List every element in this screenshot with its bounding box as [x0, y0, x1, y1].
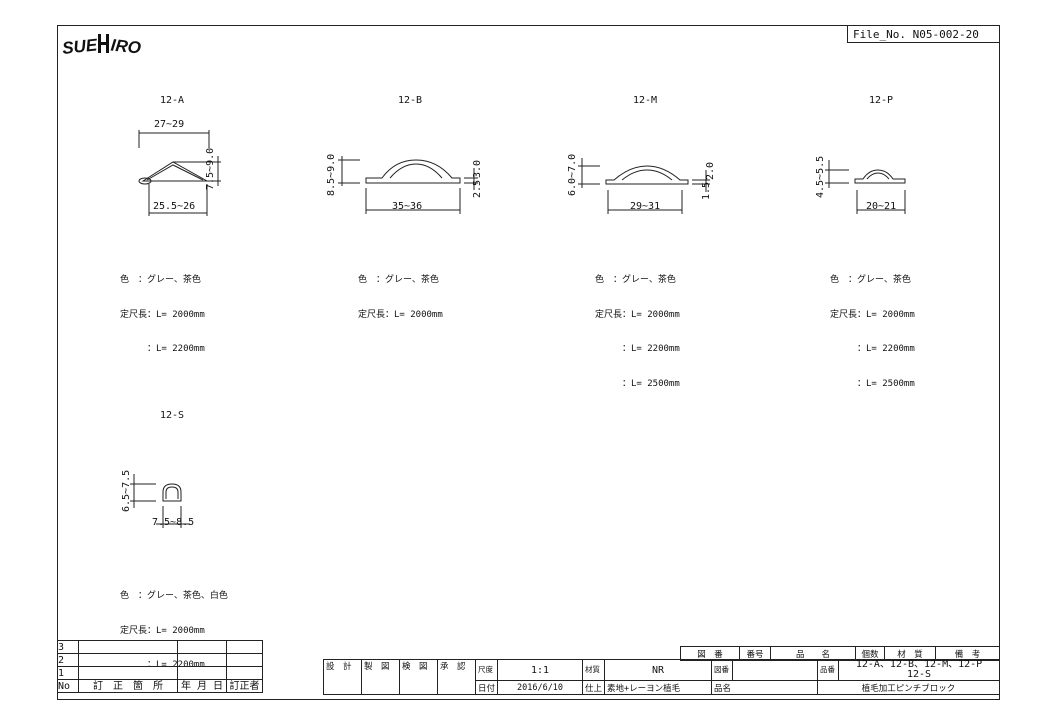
logo-graphic: SUE IRO [61, 34, 142, 58]
name-value: 植毛加工ピンチブロック [817, 680, 1000, 695]
dim-12-a-width: 27~29 [154, 119, 185, 130]
profile-12-b [338, 156, 478, 214]
dim-12-b-height-left: 8.5~9.0 [326, 153, 337, 196]
part-label-12-p: 12-P [869, 95, 894, 106]
date-value: 2016/6/10 [497, 680, 584, 695]
part-no-value: 12-A、12-B、12-M、12-P 12-S [838, 659, 1000, 681]
finish-value: 素地+レーヨン植毛 [604, 680, 713, 695]
revision-table: 3 2 1 No 訂 正 箇 所 年 月 日 訂正者 [57, 640, 263, 693]
part-no-line-2: 12-S [906, 669, 932, 680]
spec-12-a: 色 ：グレー、茶色 定尺長：L= 2000mm ：L= 2200mm [120, 252, 205, 367]
dim-12-m-height-right-b: 2.0 [705, 161, 716, 180]
spec-line: 色 ：グレー、茶色 [358, 275, 439, 285]
name-label: 品名 [711, 680, 819, 695]
dim-12-m-height-right-a: 1.5 [701, 181, 712, 200]
file-number: File_No. N05-002-20 [847, 26, 999, 43]
dim-12-b-height-right-a: 2.5 [472, 179, 483, 198]
svg-text:SUE: SUE [61, 35, 98, 58]
dim-12-a-base: 25.5~26 [153, 201, 196, 212]
spec-line: 定尺長：L= 2000mm [358, 309, 443, 320]
dim-12-b-height-right-b: 3.0 [472, 159, 483, 178]
spec-line: 定尺長：L= 2000mm [120, 625, 205, 636]
approval-check: 検 図 [399, 659, 438, 695]
spec-line: 定尺長：L= 2000mm [120, 309, 205, 320]
part-label-12-a: 12-A [160, 95, 185, 106]
spec-line: 色 ：グレー、茶色 [120, 275, 201, 285]
spec-line: 定尺長：L= 2000mm [830, 309, 915, 320]
part-no-label: 品番 [817, 659, 840, 681]
rev-no: 3 [57, 640, 79, 654]
rev-header-date: 年 月 日 [177, 679, 227, 693]
part-label-12-s: 12-S [160, 410, 185, 421]
dim-12-s-base: 7.5~8.5 [152, 517, 195, 528]
spec-line: 色 ：グレー、茶色 [595, 275, 676, 285]
spec-12-b: 色 ：グレー、茶色 定尺長：L= 2000mm [358, 252, 443, 333]
spec-12-p: 色 ：グレー、茶色 定尺長：L= 2000mm ：L= 2200mm ：L= 2… [830, 252, 915, 402]
part-no-line-1: 12-A、12-B、12-M、12-P [855, 659, 983, 670]
scale-value: 1:1 [497, 659, 584, 681]
spec-line: ：L= 2500mm [595, 378, 680, 389]
material-value: NR [604, 659, 713, 681]
dim-12-b-base: 35~36 [392, 201, 423, 212]
spec-line: ：L= 2200mm [595, 344, 680, 354]
profile-12-p [825, 160, 906, 214]
dim-12-a-height: 7.5~9.0 [205, 147, 216, 190]
rev-no: 2 [57, 653, 79, 667]
spec-line: ：L= 2200mm [830, 344, 915, 354]
title-block: 設 計 製 図 検 図 承 認 尺度 1:1 材質 NR 図番 品番 12-A、… [323, 659, 1000, 695]
spec-line: 色 ：グレー、茶色 [830, 275, 911, 285]
profile-12-m [578, 158, 710, 214]
drawing-no-value [732, 659, 819, 681]
dim-12-m-height-left: 6.0~7.0 [567, 153, 578, 196]
rev-no: 1 [57, 666, 79, 680]
material-label: 材質 [582, 659, 606, 681]
approval-drafting: 製 図 [361, 659, 400, 695]
rev-header-no: No [57, 679, 79, 693]
spec-line: 色 ：グレー、茶色、白色 [120, 591, 228, 601]
rev-header-editor: 訂正者 [226, 679, 263, 693]
svg-text:IRO: IRO [110, 36, 142, 58]
approval-design: 設 計 [323, 659, 362, 695]
profile-12-a [138, 130, 221, 216]
dim-12-m-base: 29~31 [630, 201, 661, 212]
parts-list-header: 図 番 番号 品 名 個数 材 質 備 考 [680, 646, 1000, 661]
date-label: 日付 [474, 680, 499, 695]
drawing-frame [57, 25, 1000, 700]
approval-approve: 承 認 [437, 659, 476, 695]
dim-12-p-height-left: 4.5~5.5 [815, 155, 826, 198]
part-label-12-m: 12-M [633, 95, 658, 106]
dim-12-p-base: 20~21 [866, 201, 897, 212]
spec-line: ：L= 2500mm [830, 378, 915, 389]
finish-label: 仕上 [582, 680, 606, 695]
part-label-12-b: 12-B [398, 95, 423, 106]
spec-line: 定尺長：L= 2000mm [595, 309, 680, 320]
dim-12-s-height-left: 6.5~7.5 [121, 469, 132, 512]
drawing-no-label: 図番 [711, 659, 734, 681]
spec-line: ：L= 2200mm [120, 344, 205, 354]
spec-12-m: 色 ：グレー、茶色 定尺長：L= 2000mm ：L= 2200mm ：L= 2… [595, 252, 680, 402]
rev-header-location: 訂 正 箇 所 [78, 679, 178, 693]
scale-label: 尺度 [474, 659, 499, 681]
profile-12-s [130, 474, 190, 528]
